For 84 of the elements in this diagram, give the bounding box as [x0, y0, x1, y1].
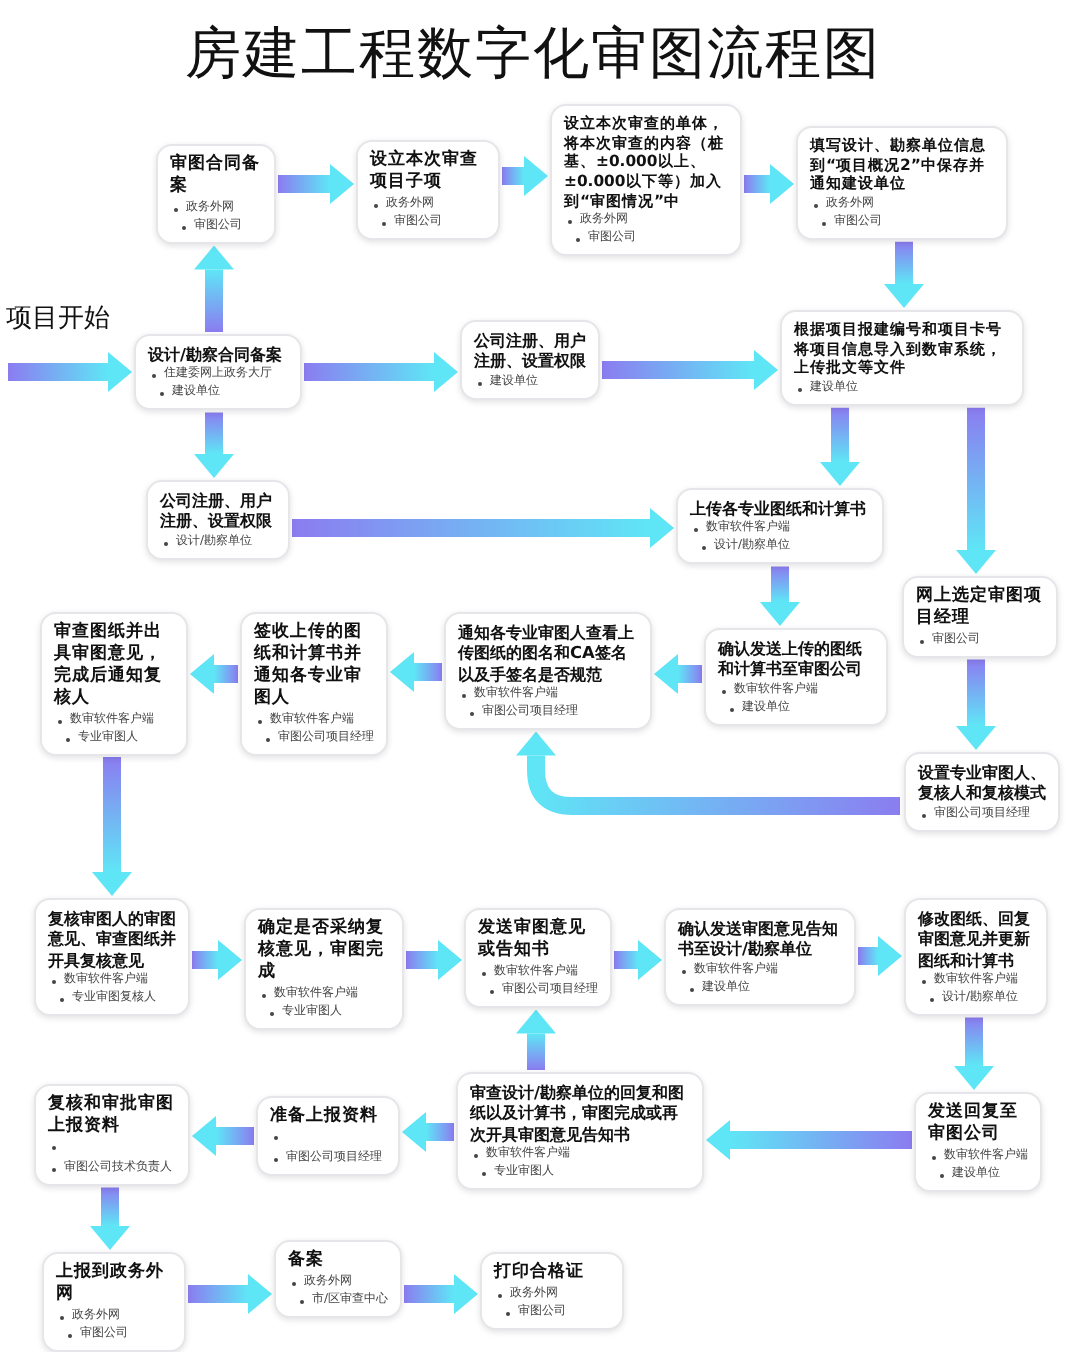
step-title: 发送回复至审图公司 [928, 1102, 1020, 1146]
arrow [884, 241, 924, 308]
step-title: 设置专业审图人、复核人和复核模式 [918, 762, 1048, 803]
process-box [904, 752, 1060, 831]
arrow [502, 156, 548, 196]
step-title: 确认发送审图意见告知书至设计/勘察单位 [678, 918, 840, 959]
step-title: 公司注册、用户注册、设置权限 [474, 330, 588, 371]
step-title: 发送审图意见或告知书 [478, 918, 588, 962]
process-box [704, 628, 888, 725]
arrow [92, 757, 132, 896]
process-box [914, 1092, 1042, 1192]
arrow [602, 350, 778, 390]
step-title: 备案 [288, 1250, 326, 1272]
process-box [274, 1240, 402, 1318]
step-title: 签收上传的图纸和计算书并通知各专业审图人 [254, 622, 364, 709]
arrow [390, 652, 442, 692]
process-box [240, 612, 388, 755]
arrow [406, 940, 462, 980]
arrow [614, 940, 662, 980]
process-box [134, 334, 302, 411]
step-title: 准备上报资料 [270, 1106, 380, 1128]
step-title: 修改图纸、回复审图意见并更新图纸和计算书 [918, 908, 1032, 970]
arrow [858, 936, 902, 976]
start-label: 项目开始 [6, 300, 122, 336]
process-box [550, 104, 742, 257]
arrow [820, 407, 860, 486]
title: 房建工程数字化审图流程图 [183, 18, 883, 90]
step-title: 复核和审批审图上报资料 [48, 1094, 176, 1138]
arrow [194, 245, 234, 332]
arrow [516, 731, 900, 815]
process-box [676, 488, 884, 565]
arrow [192, 1116, 254, 1156]
arrow [188, 1274, 272, 1314]
step-title: 审图合同备案 [170, 154, 262, 198]
step-title: 确认发送上传的图纸和计算书至审图公司 [718, 638, 864, 679]
arrow [654, 654, 702, 694]
step-title: 设立本次审查项目子项 [370, 150, 480, 194]
step-title: 审查图纸并出具审图意见，完成后通知复核人 [54, 622, 164, 709]
process-box [780, 310, 1024, 406]
arrow [8, 352, 132, 392]
arrow [292, 508, 674, 548]
arrow [744, 164, 794, 204]
arrow [956, 659, 996, 750]
arrow [706, 1120, 912, 1160]
arrow [90, 1187, 130, 1250]
step-title: 复核审图人的审图意见、审查图纸并开具复核意见 [48, 908, 178, 970]
step-title: 打印合格证 [494, 1262, 586, 1284]
process-box [460, 320, 600, 399]
process-box [34, 1084, 190, 1186]
step-title: 通知各专业审图人查看上传图纸的图名和CA签名以及手签名是否规范 [458, 622, 636, 684]
process-box [796, 126, 1008, 240]
arrow [402, 1112, 454, 1152]
step-title: 上传各专业图纸和计算书 [690, 498, 868, 519]
step-title: 上报到政务外网 [56, 1262, 166, 1306]
step-title: 审查设计/勘察单位的回复和图纸以及计算书，审图完成或再次开具审图意见告知书 [470, 1082, 686, 1144]
process-box [444, 612, 652, 730]
process-box [356, 140, 500, 240]
process-box [902, 576, 1058, 658]
process-box [664, 908, 856, 1005]
arrow [192, 940, 242, 980]
process-box [40, 612, 188, 755]
arrow [304, 352, 458, 392]
process-box [244, 908, 404, 1030]
arrow [760, 566, 800, 626]
process-box [480, 1252, 624, 1330]
arrow [194, 412, 234, 478]
arrow [956, 407, 996, 574]
step-title: 公司注册、用户注册、设置权限 [160, 490, 274, 531]
process-box [256, 1096, 400, 1176]
arrow [516, 1009, 556, 1070]
arrow [954, 1017, 994, 1090]
process-box [146, 480, 290, 559]
step-title: 确定是否采纳复核意见，审图完成 [258, 918, 386, 984]
process-box [464, 908, 612, 1008]
step-title: 网上选定审图项目经理 [916, 586, 1044, 630]
process-box [456, 1072, 704, 1190]
process-box [34, 898, 190, 1016]
process-box [42, 1252, 186, 1352]
step-title: 设计/勘察合同备案 [148, 344, 284, 365]
process-box [904, 898, 1048, 1016]
process-box [156, 144, 276, 244]
arrow [404, 1274, 478, 1314]
arrow [278, 164, 354, 204]
arrow [190, 654, 238, 694]
